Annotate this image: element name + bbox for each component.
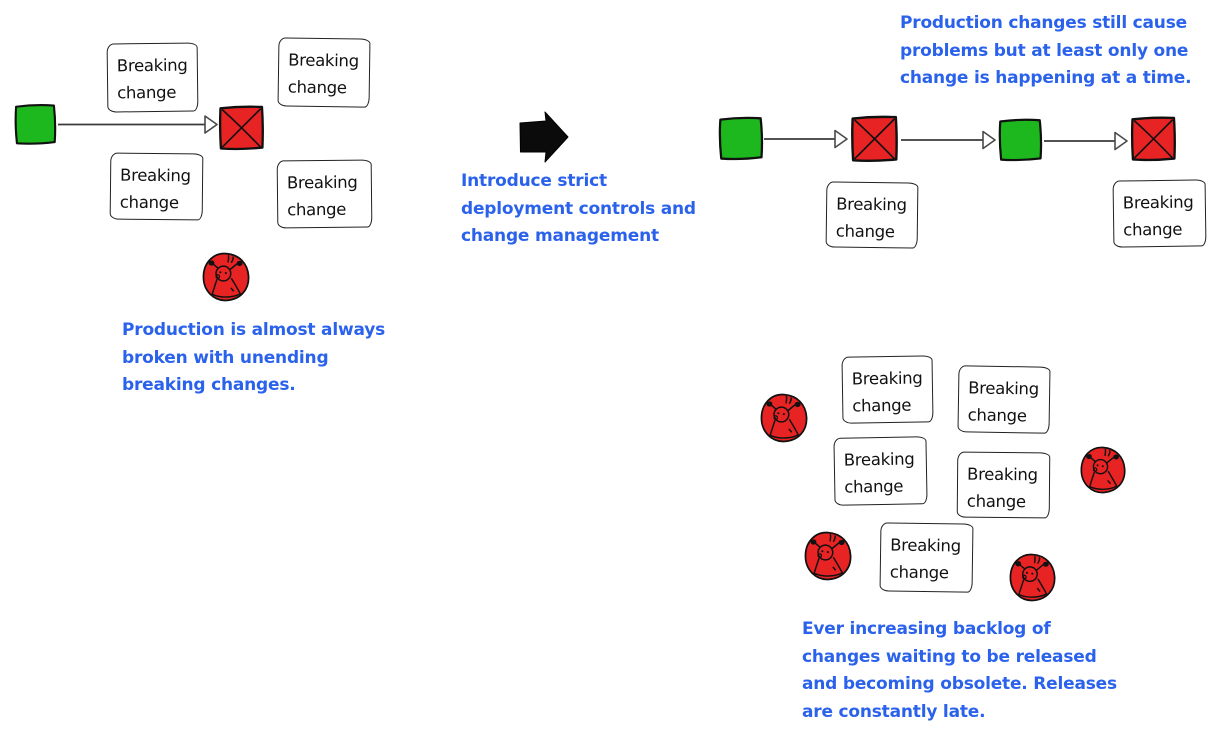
right-bottom-caption: Ever increasing backlog of changes waiti… — [802, 616, 1122, 726]
caption-line: breaking changes. — [122, 375, 296, 395]
green-square — [10, 101, 60, 147]
caption-line: problems but at least only one — [900, 40, 1189, 61]
breaking-change-label: Breaking change — [889, 535, 961, 583]
breaking-change-label: Breaking change — [119, 165, 191, 213]
breaking-change-label: Breaking change — [116, 55, 188, 103]
right-top-caption: Production changes still cause problems … — [900, 10, 1210, 93]
caption-line: Introduce strict — [461, 171, 607, 191]
angry-face-icon — [802, 530, 854, 582]
caption-line: and becoming obsolete. Releases — [802, 674, 1117, 694]
breaking-change-label: Breaking change — [287, 50, 359, 98]
left-caption: Production is almost always broken with … — [122, 317, 402, 400]
angry-face-icon — [758, 392, 810, 444]
open-arrowhead-icon — [982, 130, 996, 150]
breaking-change-box: Breaking change — [957, 365, 1051, 434]
caption-line: broken with unending — [122, 347, 329, 368]
red-x-square — [848, 111, 900, 166]
open-arrowhead-icon — [834, 129, 848, 149]
caption-line: Ever increasing backlog of — [802, 619, 1051, 639]
breaking-change-label: Breaking change — [835, 194, 907, 242]
breaking-change-label: Breaking change — [967, 378, 1040, 426]
transition-caption: Introduce strict deployment controls and… — [461, 168, 711, 251]
breaking-change-box: Breaking change — [1112, 179, 1207, 248]
angry-face-icon — [1007, 552, 1058, 603]
breaking-change-label: Breaking change — [843, 449, 915, 497]
caption-line: Production changes still cause — [900, 13, 1187, 33]
breaking-change-label: Breaking change — [966, 464, 1038, 512]
caption-line: Production is almost always — [122, 320, 385, 340]
breaking-change-box: Breaking change — [879, 522, 974, 593]
caption-line: deployment controls and — [461, 198, 696, 219]
breaking-change-box: Breaking change — [956, 451, 1051, 519]
red-x-square — [216, 102, 266, 153]
open-arrowhead-icon — [204, 115, 218, 134]
breaking-change-box: Breaking change — [841, 355, 934, 424]
breaking-change-label: Breaking change — [1122, 192, 1194, 240]
caption-line: change management — [461, 226, 659, 246]
green-square — [716, 113, 765, 163]
flow-arrow — [764, 129, 848, 149]
breaking-change-box: Breaking change — [109, 152, 204, 221]
breaking-change-label: Breaking change — [851, 368, 923, 416]
breaking-change-box: Breaking change — [277, 37, 371, 108]
open-arrowhead-icon — [1114, 131, 1128, 151]
caption-line: changes waiting to be released — [802, 646, 1097, 667]
angry-face-icon — [200, 251, 252, 303]
breaking-change-box: Breaking change — [106, 42, 199, 113]
right-block-arrow-icon — [519, 111, 569, 163]
breaking-change-box: Breaking change — [833, 436, 928, 506]
breaking-change-label: Breaking change — [286, 172, 358, 220]
flow-arrow — [901, 130, 996, 150]
angry-face-icon — [1078, 445, 1128, 495]
breaking-change-box: Breaking change — [825, 181, 919, 249]
breaking-change-box: Breaking change — [276, 159, 373, 229]
flow-arrow — [1044, 131, 1128, 151]
green-square — [996, 114, 1044, 165]
caption-line: are constantly late. — [802, 701, 986, 722]
flow-arrow — [58, 115, 218, 134]
red-x-square — [1128, 112, 1178, 165]
caption-line: change is happening at a time. — [900, 68, 1192, 88]
